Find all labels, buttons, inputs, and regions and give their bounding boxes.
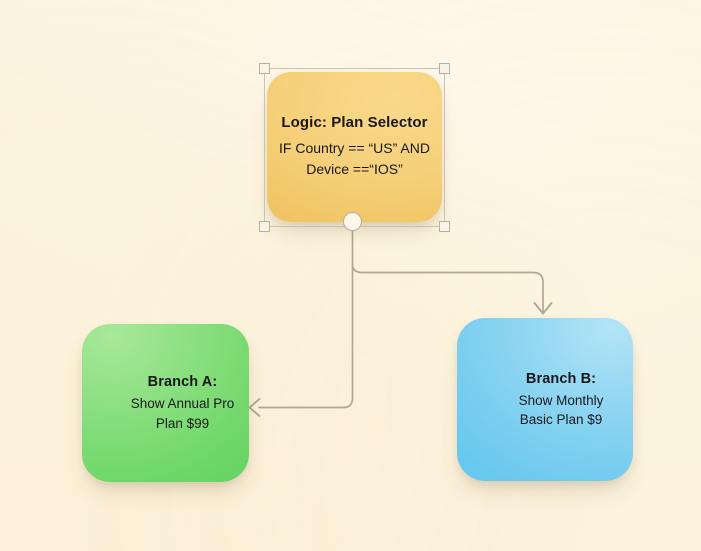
logic-node-title: Logic: Plan Selector bbox=[281, 114, 428, 132]
branch-a-line-1: Show Annual Pro bbox=[130, 396, 235, 412]
output-port-handle[interactable] bbox=[343, 212, 362, 231]
branch-b-line-2: Basic Plan $9 bbox=[519, 412, 603, 428]
resize-handle-bottom-right[interactable] bbox=[439, 221, 450, 232]
resize-handle-top-right[interactable] bbox=[439, 63, 450, 74]
resize-handle-top-left[interactable] bbox=[259, 63, 270, 74]
logic-node-condition-line-1: IF Country == “US” AND bbox=[279, 139, 430, 156]
branch-a-node[interactable]: Branch A: Show Annual Pro Plan $99 bbox=[82, 324, 249, 482]
branch-b-text: Branch B: Show Monthly Basic Plan $9 bbox=[519, 370, 604, 429]
logic-node-text: Logic: Plan Selector IF Country == “US” … bbox=[279, 114, 430, 180]
arrowhead-left-branch-a bbox=[248, 398, 261, 417]
branch-a-text: Branch A: Show Annual Pro Plan $99 bbox=[131, 373, 235, 432]
connector-to-branch-a bbox=[258, 263, 354, 409]
arrowhead-down-branch-b bbox=[533, 302, 553, 315]
logic-node[interactable]: Logic: Plan Selector IF Country == “US” … bbox=[267, 72, 442, 222]
branch-a-line-2: Plan $99 bbox=[155, 415, 210, 431]
resize-handle-bottom-left[interactable] bbox=[259, 221, 270, 232]
branch-b-node[interactable]: Branch B: Show Monthly Basic Plan $9 bbox=[457, 318, 633, 481]
branch-b-title: Branch B: bbox=[525, 370, 597, 387]
logic-node-condition-line-2: Device ==“IOS” bbox=[306, 160, 403, 177]
connector-to-branch-b bbox=[351, 263, 544, 313]
branch-b-line-1: Show Monthly bbox=[518, 392, 604, 408]
branch-a-title: Branch A: bbox=[147, 374, 218, 391]
